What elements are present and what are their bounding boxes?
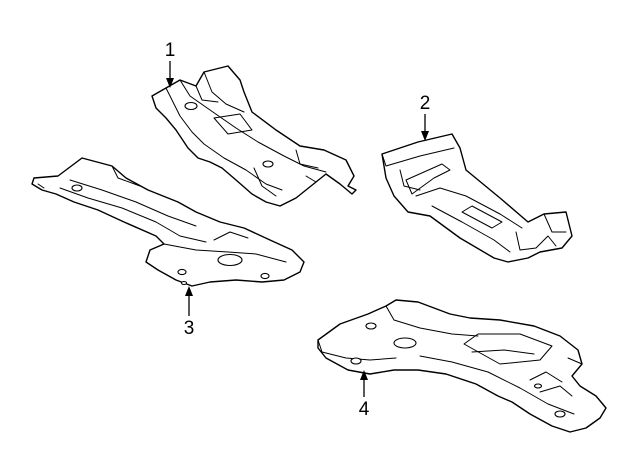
callout-2: 2	[420, 93, 431, 141]
callout-1-arrowhead	[166, 78, 174, 88]
callout-2-arrowhead	[421, 131, 429, 141]
part-1-shield	[151, 65, 357, 207]
callout-3-number: 3	[184, 318, 195, 339]
part-2-tray	[381, 133, 573, 263]
callout-2-number: 2	[420, 93, 431, 114]
callout-1-number: 1	[165, 40, 176, 61]
callout-3: 3	[184, 286, 195, 339]
callout-1: 1	[165, 40, 176, 88]
part-4-plate	[317, 299, 607, 433]
part-3-plate	[31, 157, 305, 287]
callout-4-arrowhead	[360, 370, 368, 380]
callout-3-arrowhead	[185, 286, 193, 296]
callout-4-number: 4	[359, 399, 370, 420]
callout-4: 4	[359, 370, 370, 420]
